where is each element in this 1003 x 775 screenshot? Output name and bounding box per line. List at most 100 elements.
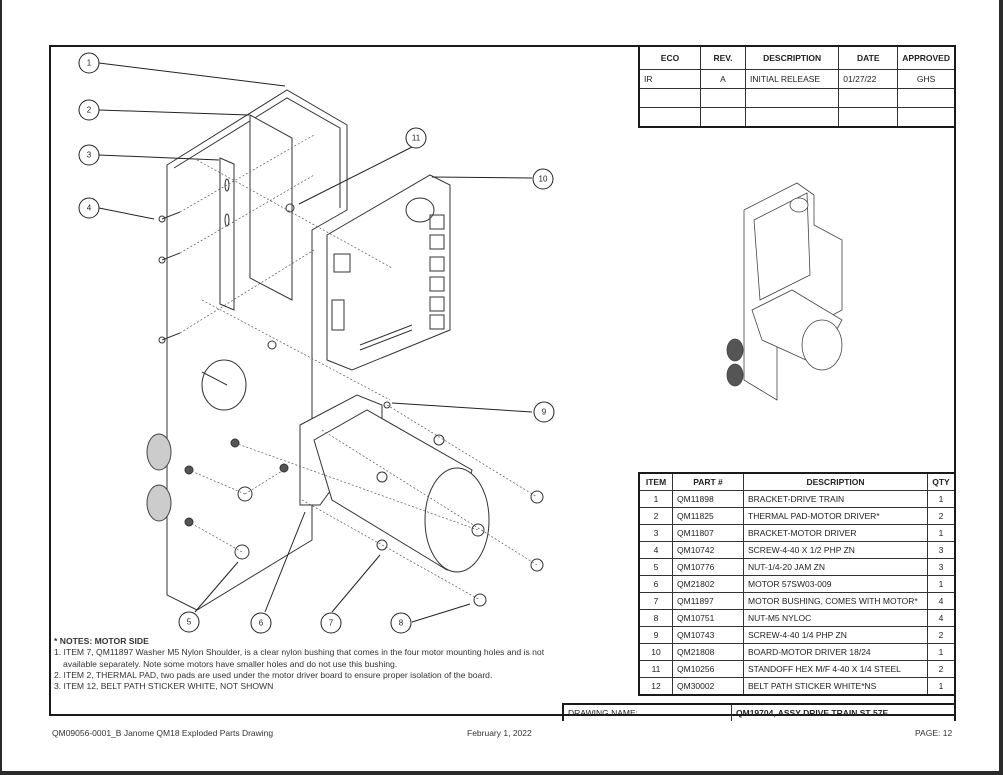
callout-1 (78, 52, 100, 74)
cell-rev (700, 107, 746, 128)
callout-2 (78, 99, 100, 121)
callout-label: 6 (259, 619, 264, 628)
cell-part-number: QM10743 (672, 626, 744, 644)
callout-label: 8 (399, 619, 404, 628)
cell-eco: IR (638, 69, 701, 89)
cell-eco (638, 88, 701, 108)
col-eco: ECO (638, 45, 701, 70)
cell-part-number: QM11807 (672, 524, 744, 542)
cell-item: 9 (638, 626, 673, 644)
cell-item: 11 (638, 660, 673, 678)
cell-description: BELT PATH STICKER WHITE*NS (743, 677, 928, 696)
cell-part-number: QM21808 (672, 643, 744, 661)
drawing-name-value: QM19704, ASSY DRIVE TRAIN ST 57E (736, 708, 889, 718)
cell-part-number: QM11825 (672, 507, 744, 525)
drawing-frame (49, 45, 956, 716)
callout-label: 10 (539, 175, 548, 184)
callout-3 (78, 144, 100, 166)
cell-approved (897, 88, 956, 108)
cell-qty: 4 (927, 592, 956, 610)
drawing-name-label: DRAWING NAME: (564, 705, 732, 721)
cell-part-number: QM30002 (672, 677, 744, 696)
cell-date (838, 107, 899, 128)
callout-label: 1 (87, 59, 92, 68)
callout-label: 5 (187, 618, 192, 627)
footer-page-number: PAGE: 12 (915, 728, 953, 738)
callout-5 (178, 611, 200, 633)
callout-label: 7 (329, 619, 334, 628)
cell-description: MOTOR BUSHING, COMES WITH MOTOR* (743, 592, 928, 610)
motor-driver-board (326, 174, 451, 371)
callout-11 (405, 127, 427, 149)
cell-item: 4 (638, 541, 673, 559)
cell-description: THERMAL PAD-MOTOR DRIVER* (743, 507, 928, 525)
bom-header: ITEM PART # DESCRIPTION QTY (638, 472, 956, 491)
cell-qty: 1 (927, 677, 956, 696)
cell-date (838, 88, 899, 108)
cell-part-number: QM21802 (672, 575, 744, 593)
footer-document-name: QM09056-0001_B Janome QM18 Exploded Part… (52, 728, 274, 738)
cell-qty: 1 (927, 490, 956, 508)
leader-9 (391, 402, 533, 413)
cell-item: 6 (638, 575, 673, 593)
cell-part-number: QM10751 (672, 609, 744, 627)
cell-description: BRACKET-MOTOR DRIVER (743, 524, 928, 542)
revision-row (638, 107, 956, 128)
cell-qty: 1 (927, 643, 956, 661)
revision-row (638, 88, 956, 108)
cell-qty: 2 (927, 507, 956, 525)
cell-item: 2 (638, 507, 673, 525)
cell-item: 3 (638, 524, 673, 542)
cell-description: BOARD-MOTOR DRIVER 18/24 (743, 643, 928, 661)
cell-description: SCREW-4-40 1/4 PHP ZN (743, 626, 928, 644)
footer-date: February 1, 2022 (467, 728, 532, 738)
cell-part-number: QM10742 (672, 541, 744, 559)
cell-eco (638, 107, 701, 128)
note-item: 1. ITEM 7, QM11897 Washer M5 Nylon Shoul… (54, 647, 545, 669)
cell-part-number: QM10776 (672, 558, 744, 576)
notes-section: * NOTES: MOTOR SIDE 1. ITEM 7, QM11897 W… (54, 636, 554, 692)
thermal-pad (249, 114, 293, 301)
callout-4 (78, 197, 100, 219)
callout-6 (250, 612, 272, 634)
assembled-view-thumbnail (726, 182, 843, 401)
cell-description: NUT-M5 NYLOC (743, 609, 928, 627)
revision-row: IR A INITIAL RELEASE 01/27/22 GHS (638, 69, 956, 89)
callout-7 (320, 612, 342, 634)
leader-1 (98, 62, 286, 87)
cell-part-number: QM11897 (672, 592, 744, 610)
callout-label: 3 (87, 151, 92, 160)
cell-description: SCREW-4-40 X 1/2 PHP ZN (743, 541, 928, 559)
col-description: DESCRIPTION (744, 45, 840, 70)
cell-description: INITIAL RELEASE (744, 69, 840, 89)
note-item: 3. ITEM 12, BELT PATH STICKER WHITE, NOT… (54, 681, 274, 692)
bracket-motor-driver (219, 157, 235, 311)
cell-qty: 1 (927, 575, 956, 593)
drawing-name-block: DRAWING NAME: QM19704, ASSY DRIVE TRAIN … (562, 703, 956, 721)
cell-item: 5 (638, 558, 673, 576)
col-item: ITEM (638, 472, 673, 491)
callout-label: 4 (87, 204, 92, 213)
callout-10 (532, 168, 554, 190)
cell-approved (897, 107, 956, 128)
callout-9 (533, 401, 555, 423)
cell-qty: 3 (927, 558, 956, 576)
leader-2 (98, 109, 250, 116)
cell-qty: 4 (927, 609, 956, 627)
leader-8 (411, 603, 471, 623)
cell-item: 7 (638, 592, 673, 610)
cell-qty: 1 (927, 524, 956, 542)
cell-part-number: QM10256 (672, 660, 744, 678)
cell-description: NUT-1/4-20 JAM ZN (743, 558, 928, 576)
notes-title: * NOTES: MOTOR SIDE (54, 636, 149, 646)
cell-qty: 2 (927, 626, 956, 644)
